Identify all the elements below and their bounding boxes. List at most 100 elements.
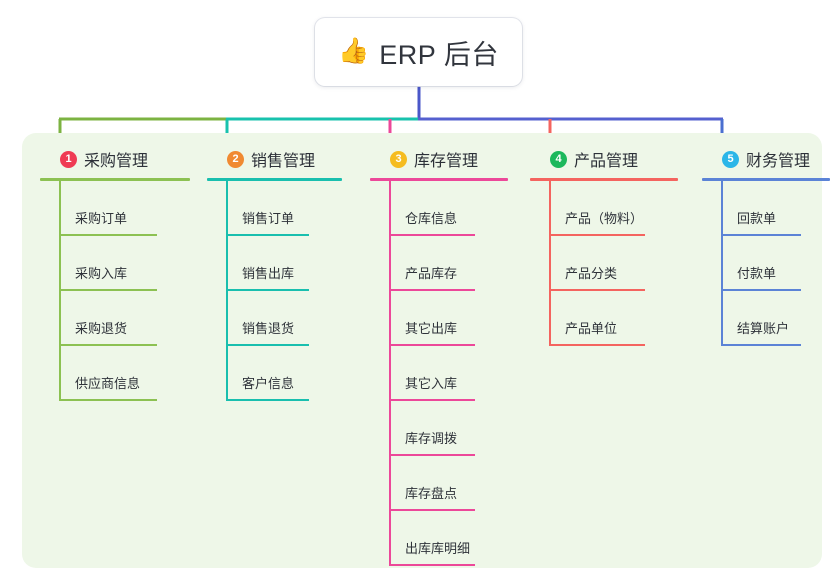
branch-item[interactable]: 仓库信息 — [370, 181, 508, 236]
branch-item[interactable]: 采购入库 — [40, 236, 190, 291]
branch-spine — [549, 181, 551, 346]
branch-item-label: 采购订单 — [75, 211, 128, 226]
root-node-card[interactable]: 👍 ERP 后台 — [315, 18, 522, 86]
branch-header-2[interactable]: 2 销售管理 — [207, 145, 342, 173]
branch-title: 库存管理 — [414, 153, 479, 170]
thumbs-up-icon: 👍 — [338, 36, 370, 65]
branch-item-label: 销售订单 — [242, 211, 295, 226]
branch-item-label: 产品单位 — [565, 321, 618, 336]
branch-header-rule — [207, 178, 342, 181]
branch-item-label: 销售出库 — [242, 266, 295, 281]
branch-item-rule — [226, 344, 309, 346]
branch-item[interactable]: 销售退货 — [207, 291, 342, 346]
branch-number-badge: 3 — [390, 150, 407, 168]
branch-item[interactable]: 结算账户 — [702, 291, 830, 346]
branch-spine — [59, 181, 61, 401]
branch-header-rule — [40, 178, 190, 181]
branch-column-3: 3 库存管理仓库信息产品库存其它出库其它入库库存调拨库存盘点出库库明细 — [370, 145, 508, 566]
branch-item-rule — [721, 289, 801, 291]
branch-header-rule — [702, 178, 830, 181]
branch-number-badge: 2 — [227, 150, 244, 168]
branch-spine — [721, 181, 723, 346]
branch-header-1[interactable]: 1 采购管理 — [40, 145, 190, 173]
branch-item[interactable]: 产品分类 — [530, 236, 678, 291]
branch-spine — [389, 181, 391, 566]
branch-item[interactable]: 库存盘点 — [370, 456, 508, 511]
branch-item-rule — [59, 399, 157, 401]
branch-item[interactable]: 出库库明细 — [370, 511, 508, 566]
branch-item-label: 出库库明细 — [405, 541, 471, 556]
branch-header-3[interactable]: 3 库存管理 — [370, 145, 508, 173]
branch-header-5[interactable]: 5 财务管理 — [702, 145, 830, 173]
branch-number-badge: 1 — [60, 150, 77, 168]
branch-item-rule — [389, 399, 475, 401]
branch-header-rule — [530, 178, 678, 181]
branch-item-rule — [59, 234, 157, 236]
branch-item[interactable]: 客户信息 — [207, 346, 342, 401]
branch-item-label: 采购退货 — [75, 321, 128, 336]
branch-item[interactable]: 采购订单 — [40, 181, 190, 236]
branch-item-label: 回款单 — [737, 211, 777, 226]
branch-item-rule — [389, 289, 475, 291]
branch-item[interactable]: 产品库存 — [370, 236, 508, 291]
branch-item-rule — [59, 289, 157, 291]
branches-panel: 1 采购管理采购订单采购入库采购退货供应商信息 2 销售管理销售订单销售出库销售退货客… — [22, 133, 830, 568]
branch-item-rule — [549, 289, 645, 291]
branch-item[interactable]: 采购退货 — [40, 291, 190, 346]
branch-item-label: 其它出库 — [405, 321, 458, 336]
branch-item-label: 结算账户 — [737, 321, 790, 336]
branch-item-rule — [226, 399, 309, 401]
branch-item-label: 供应商信息 — [75, 376, 141, 391]
branch-item-rule — [389, 344, 475, 346]
branch-item-rule — [226, 289, 309, 291]
branch-item-label: 采购入库 — [75, 266, 128, 281]
branch-spine — [226, 181, 228, 401]
branch-item-label: 产品（物料） — [565, 211, 644, 226]
branch-column-1: 1 采购管理采购订单采购入库采购退货供应商信息 — [40, 145, 190, 401]
branch-title: 销售管理 — [251, 153, 316, 170]
branch-item-list: 销售订单销售出库销售退货客户信息 — [207, 181, 342, 401]
branch-item-label: 仓库信息 — [405, 211, 458, 226]
branch-item-list: 仓库信息产品库存其它出库其它入库库存调拨库存盘点出库库明细 — [370, 181, 508, 566]
branch-item[interactable]: 其它出库 — [370, 291, 508, 346]
branch-title: 采购管理 — [84, 153, 149, 170]
branch-item[interactable]: 销售订单 — [207, 181, 342, 236]
branch-item[interactable]: 产品单位 — [530, 291, 678, 346]
branch-item[interactable]: 其它入库 — [370, 346, 508, 401]
branch-item-rule — [389, 564, 475, 566]
branch-item[interactable]: 库存调拨 — [370, 401, 508, 456]
branch-item-rule — [721, 234, 801, 236]
branch-column-2: 2 销售管理销售订单销售出库销售退货客户信息 — [207, 145, 342, 401]
branch-item[interactable]: 销售出库 — [207, 236, 342, 291]
branch-item-rule — [549, 344, 645, 346]
branch-item-label: 库存盘点 — [405, 486, 458, 501]
branch-item-rule — [721, 344, 801, 346]
branch-item-label: 库存调拨 — [405, 431, 458, 446]
branch-item[interactable]: 供应商信息 — [40, 346, 190, 401]
branch-item-rule — [389, 234, 475, 236]
branch-item-list: 采购订单采购入库采购退货供应商信息 — [40, 181, 190, 401]
branch-title: 财务管理 — [746, 153, 811, 170]
branch-number-badge: 5 — [722, 150, 739, 168]
branch-item-label: 销售退货 — [242, 321, 295, 336]
branch-item-label: 其它入库 — [405, 376, 458, 391]
branch-item-rule — [59, 344, 157, 346]
branch-item[interactable]: 回款单 — [702, 181, 830, 236]
branch-item-rule — [389, 454, 475, 456]
branch-header-rule — [370, 178, 508, 181]
branch-item-list: 回款单付款单结算账户 — [702, 181, 830, 346]
branch-item-label: 客户信息 — [242, 376, 295, 391]
branch-item[interactable]: 产品（物料） — [530, 181, 678, 236]
branch-item-list: 产品（物料） 产品分类产品单位 — [530, 181, 678, 346]
root-node-title: ERP 后台 — [379, 39, 499, 70]
branch-item-rule — [389, 509, 475, 511]
branch-item[interactable]: 付款单 — [702, 236, 830, 291]
branch-item-label: 产品库存 — [405, 266, 458, 281]
branch-item-label: 产品分类 — [565, 266, 618, 281]
branch-number-badge: 4 — [550, 150, 567, 168]
branch-item-rule — [226, 234, 309, 236]
branch-item-label: 付款单 — [737, 266, 777, 281]
